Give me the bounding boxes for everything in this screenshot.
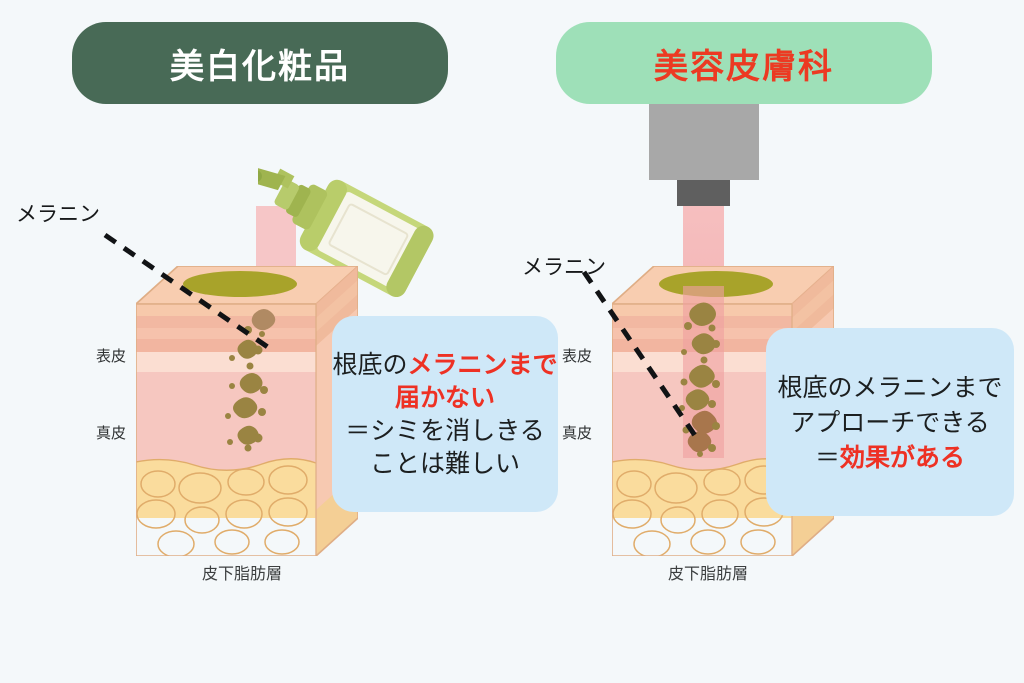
cosmetic-pump-bottle-icon bbox=[258, 168, 434, 298]
bubble-right-line-3: ＝効果がある bbox=[815, 440, 965, 475]
bubble-left-line1-plain: 根底の bbox=[332, 350, 408, 379]
header-pill-aesthetic-dermatology: 美容皮膚科 bbox=[556, 22, 932, 104]
header-right-label: 美容皮膚科 bbox=[654, 46, 834, 87]
header-left-label: 美白化粧品 bbox=[170, 46, 350, 87]
melanin-label-left: メラニン bbox=[16, 202, 100, 226]
fat-layer-label-right: 皮下脂肪層 bbox=[668, 564, 749, 583]
skin-cross-section-left bbox=[136, 266, 358, 556]
bubble-left-line-2: 届かない bbox=[394, 383, 495, 412]
laser-device-nozzle-icon bbox=[677, 180, 730, 206]
bubble-right-line3-highlight: 効果がある bbox=[840, 442, 966, 472]
bubble-left-line-3: ＝シミを消しきる bbox=[345, 416, 545, 445]
speech-bubble-left: 根底のメラニンまで 届かない ＝シミを消しきる ことは難しい bbox=[332, 316, 558, 512]
speech-bubble-right: 根底のメラニンまで アプローチできる ＝効果がある bbox=[766, 328, 1014, 516]
bubble-left-line-4: ことは難しい bbox=[369, 449, 520, 478]
bubble-right-line-1: 根底のメラニンまで bbox=[777, 372, 1003, 402]
epidermis-label-right: 表皮 bbox=[562, 347, 593, 365]
fat-layer-label-left: 皮下脂肪層 bbox=[202, 564, 283, 583]
laser-device-body-icon bbox=[649, 104, 759, 180]
bubble-right-line-2: アプローチできる bbox=[790, 407, 990, 437]
header-pill-whitening-cosmetics: 美白化粧品 bbox=[72, 22, 448, 104]
dermis-label-left: 真皮 bbox=[96, 424, 127, 442]
melanin-label-right: メラニン bbox=[522, 255, 606, 279]
bubble-right-equals: ＝ bbox=[814, 442, 840, 472]
bubble-left-line-1: 根底のメラニンまで bbox=[332, 348, 557, 381]
dermis-label-right: 真皮 bbox=[562, 424, 593, 442]
epidermis-label-left: 表皮 bbox=[96, 347, 127, 365]
bubble-left-line1-highlight: メラニンまで bbox=[407, 350, 558, 379]
